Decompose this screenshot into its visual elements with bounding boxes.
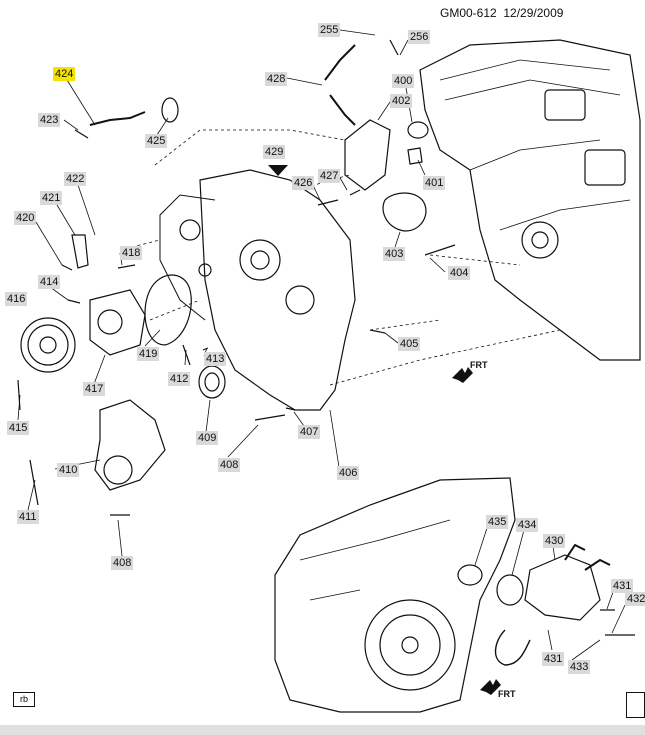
bottom-bar xyxy=(0,725,645,735)
callout-413[interactable]: 413 xyxy=(204,352,227,366)
callout-408-lower[interactable]: 408 xyxy=(111,556,134,570)
callout-419[interactable]: 419 xyxy=(137,347,160,361)
callout-420[interactable]: 420 xyxy=(14,211,37,225)
pulley xyxy=(20,317,76,373)
coolant-outlet xyxy=(344,119,391,191)
diagram-date: 12/29/2009 xyxy=(503,6,564,20)
front-label-bottom: FRT xyxy=(498,689,516,699)
callout-421[interactable]: 421 xyxy=(40,191,63,205)
callout-430[interactable]: 430 xyxy=(543,534,566,548)
callout-435[interactable]: 435 xyxy=(486,515,509,529)
diagram-header: GM00-612 12/29/2009 xyxy=(440,6,563,20)
callout-424[interactable]: 424 xyxy=(53,67,76,81)
callout-408-upper[interactable]: 408 xyxy=(218,458,241,472)
callout-410[interactable]: 410 xyxy=(57,463,80,477)
water-pump-gasket xyxy=(144,274,192,346)
callout-402[interactable]: 402 xyxy=(390,94,413,108)
diagram-id: GM00-612 xyxy=(440,6,497,20)
callout-414[interactable]: 414 xyxy=(38,275,61,289)
callout-431-upper[interactable]: 431 xyxy=(611,579,634,593)
document-icon xyxy=(626,692,645,718)
callout-418[interactable]: 418 xyxy=(120,246,143,260)
engine-block xyxy=(419,39,641,361)
callout-425[interactable]: 425 xyxy=(145,134,168,148)
callout-415[interactable]: 415 xyxy=(7,421,30,435)
callout-404[interactable]: 404 xyxy=(448,266,471,280)
gasket-403 xyxy=(382,192,427,232)
callout-427[interactable]: 427 xyxy=(318,169,341,183)
water-pump xyxy=(89,289,146,356)
callout-406[interactable]: 406 xyxy=(337,466,360,480)
callout-411[interactable]: 411 xyxy=(17,510,39,524)
callout-407[interactable]: 407 xyxy=(298,425,321,439)
callout-422[interactable]: 422 xyxy=(64,172,87,186)
callout-400[interactable]: 400 xyxy=(392,74,415,88)
belt-tensioner xyxy=(94,399,166,491)
front-arrow-top xyxy=(452,367,473,383)
callout-426[interactable]: 426 xyxy=(292,176,315,190)
callout-429[interactable]: 429 xyxy=(263,145,286,159)
callout-416[interactable]: 416 xyxy=(5,292,28,306)
callout-405[interactable]: 405 xyxy=(398,337,421,351)
callout-417[interactable]: 417 xyxy=(83,382,106,396)
callout-412[interactable]: 412 xyxy=(168,372,191,386)
front-arrow-bottom xyxy=(480,679,501,695)
callout-409[interactable]: 409 xyxy=(196,431,219,445)
callout-433[interactable]: 433 xyxy=(568,660,591,674)
callout-423[interactable]: 423 xyxy=(38,113,61,127)
arrow-429 xyxy=(268,165,288,176)
callout-256[interactable]: 256 xyxy=(408,30,431,44)
callout-432[interactable]: 432 xyxy=(625,592,645,606)
callout-403[interactable]: 403 xyxy=(383,247,406,261)
callout-434[interactable]: 434 xyxy=(516,518,539,532)
coolant-pipe xyxy=(324,44,356,126)
front-seal xyxy=(198,365,226,399)
front-label-top: FRT xyxy=(470,360,488,370)
callout-428[interactable]: 428 xyxy=(265,72,288,86)
engine-lower-view xyxy=(274,477,516,713)
callout-431-lower[interactable]: 431 xyxy=(542,652,565,666)
rb-badge: rb xyxy=(13,692,35,707)
water-outlet-housing xyxy=(524,554,601,621)
callout-255[interactable]: 255 xyxy=(318,23,341,37)
callout-401[interactable]: 401 xyxy=(423,176,446,190)
